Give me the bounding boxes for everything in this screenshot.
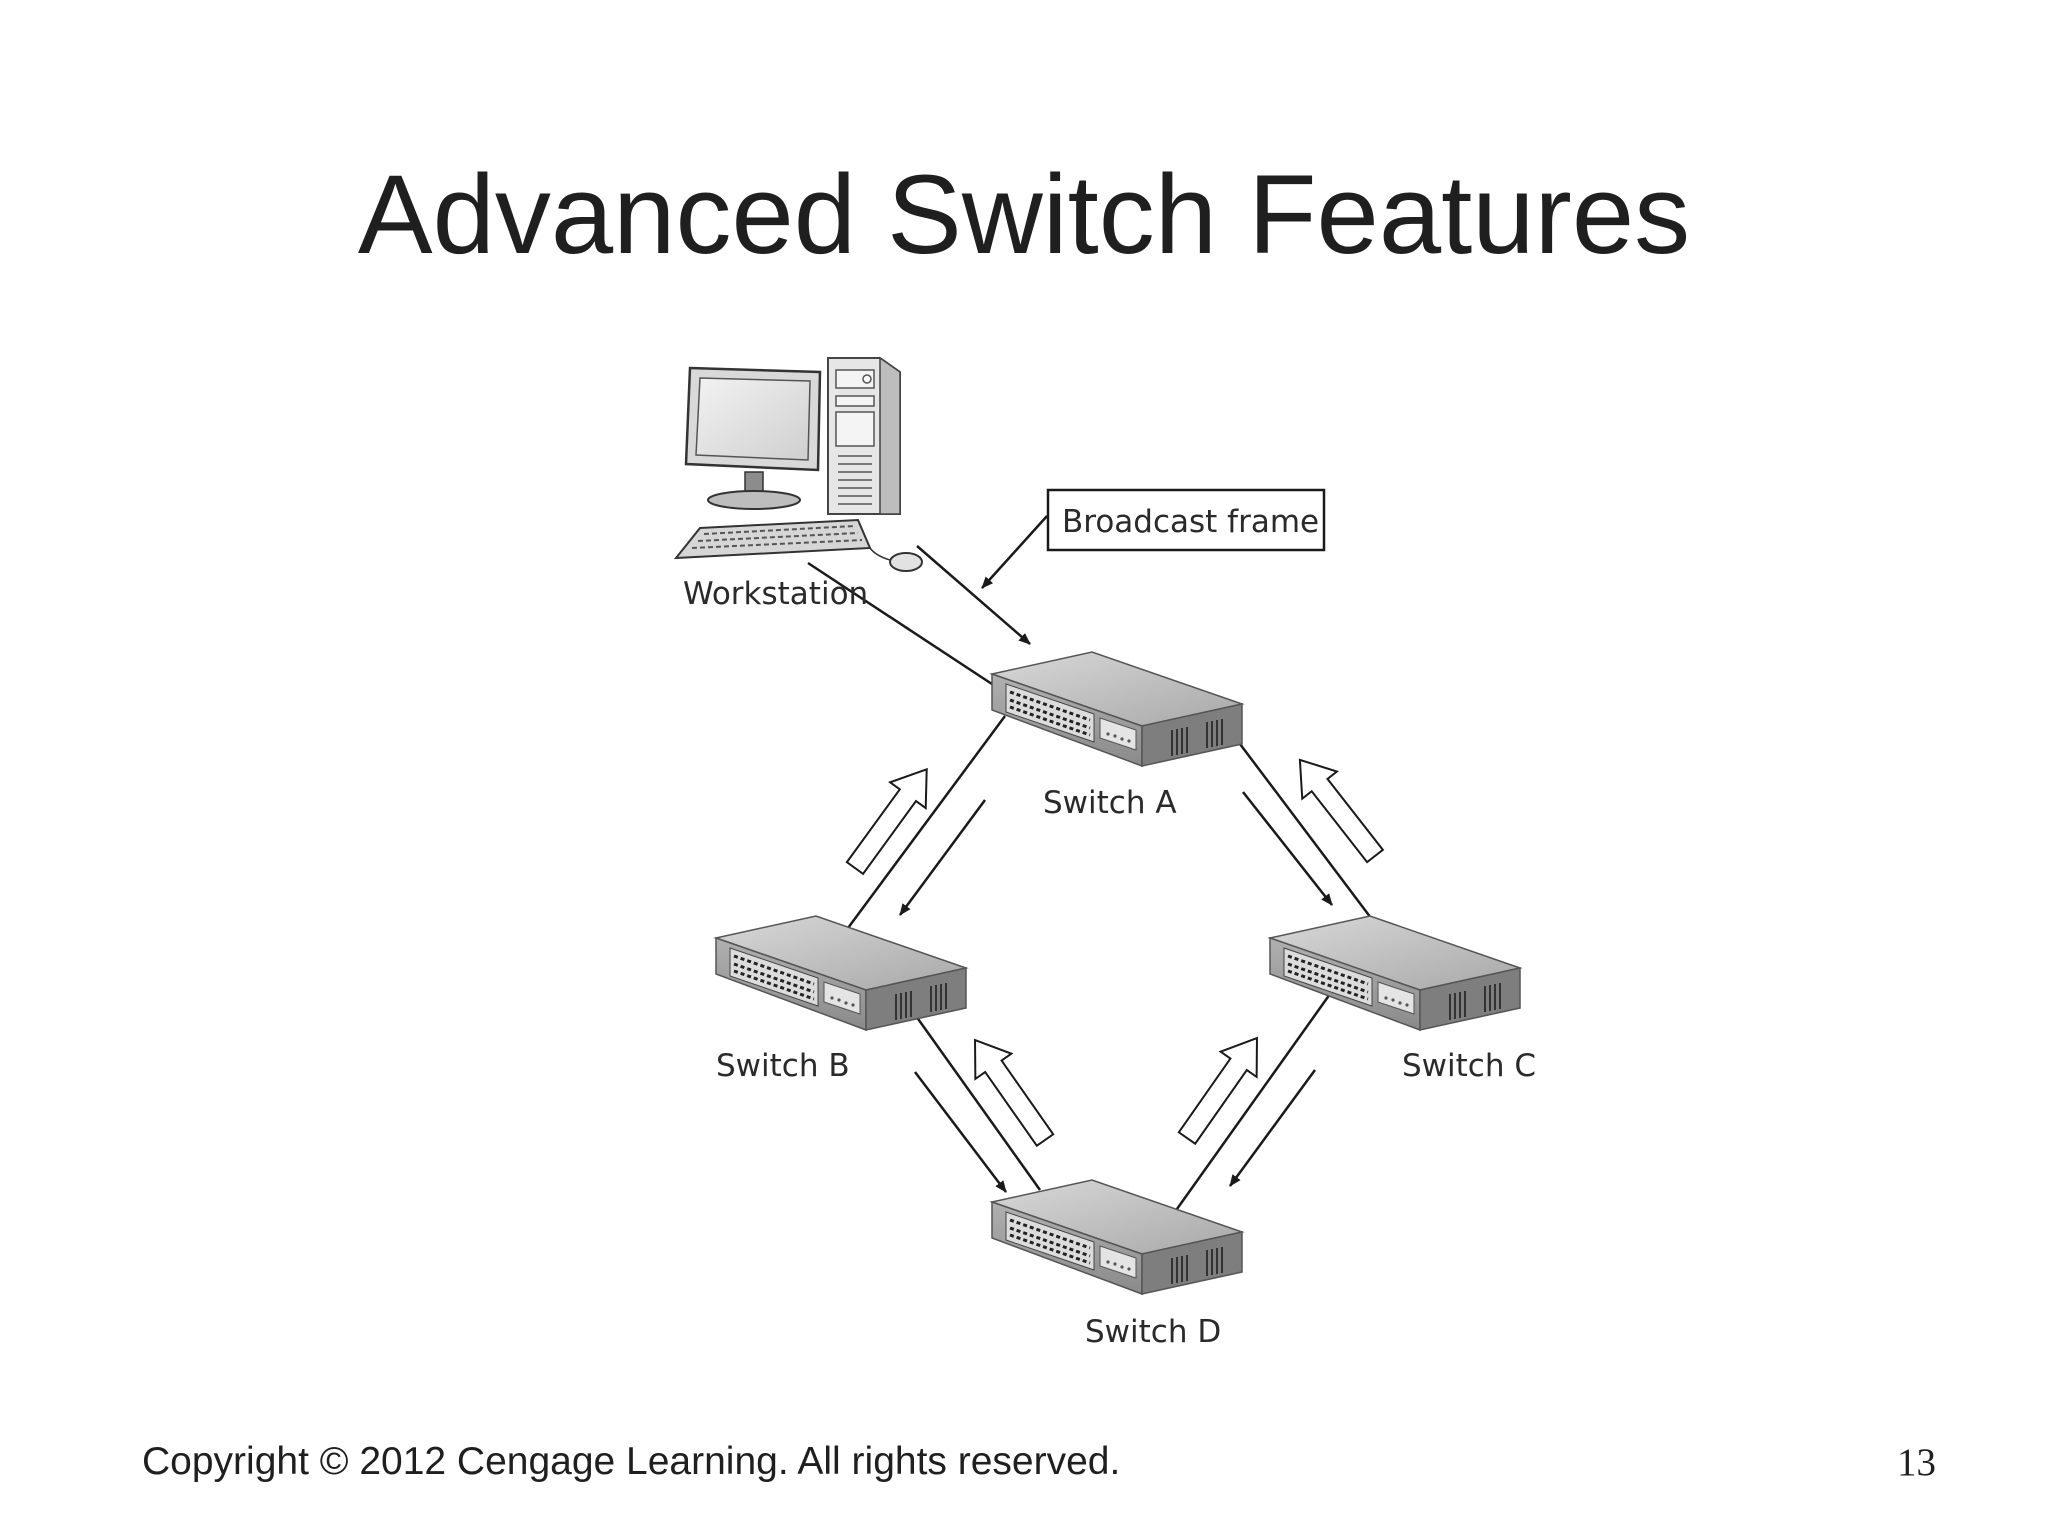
arrow-workstation-to-switch-a xyxy=(916,545,1031,645)
hollow-arrow-switch-d-to-switch-c xyxy=(1177,1036,1258,1146)
hollow-arrow-switch-c-to-switch-a xyxy=(1298,758,1385,864)
copyright-notice: Copyright © 2012 Cengage Learning. All r… xyxy=(142,1440,1121,1483)
workstation-label: Workstation xyxy=(683,576,868,612)
cable-switch-c-switch-d xyxy=(1170,993,1332,1217)
loop-arrows xyxy=(845,758,1385,1148)
switch-b-label: Switch B xyxy=(716,1048,850,1084)
switch-a-label: Switch A xyxy=(1043,785,1177,821)
switch-c-label: Switch C xyxy=(1402,1048,1536,1084)
switch-a-icon: Switch A xyxy=(990,650,1244,821)
broadcast-frame-label: Broadcast frame xyxy=(1062,504,1319,540)
cable-switch-a-switch-b xyxy=(846,715,1007,929)
switch-d-icon: Switch D xyxy=(990,1178,1244,1350)
workstation-icon: Workstation xyxy=(673,356,923,612)
switch-c-icon: Switch C xyxy=(1268,914,1536,1084)
arrow-switch-b-to-switch-d xyxy=(914,1071,1007,1193)
arrow-switch-a-to-switch-c xyxy=(1242,791,1333,906)
hollow-arrow-switch-b-to-switch-a xyxy=(845,767,928,876)
page-number: 13 xyxy=(1897,1441,1936,1484)
switch-b-icon: Switch B xyxy=(714,914,968,1084)
hollow-arrow-switch-d-to-switch-b xyxy=(974,1038,1055,1148)
switch-d-label: Switch D xyxy=(1085,1314,1221,1350)
cables xyxy=(807,561,1378,1217)
slide-title: Advanced Switch Features xyxy=(357,152,1691,277)
cable-switch-a-switch-c xyxy=(1239,743,1378,927)
cable-switch-b-switch-d xyxy=(914,1015,1042,1191)
broadcast-frame-callout: Broadcast frame xyxy=(981,488,1326,589)
arrow-switch-a-to-switch-b xyxy=(898,799,987,916)
cable-workstation-switch-a xyxy=(807,561,999,690)
frame-arrows xyxy=(898,545,1333,1193)
arrow-switch-c-to-switch-d xyxy=(1228,1069,1317,1187)
